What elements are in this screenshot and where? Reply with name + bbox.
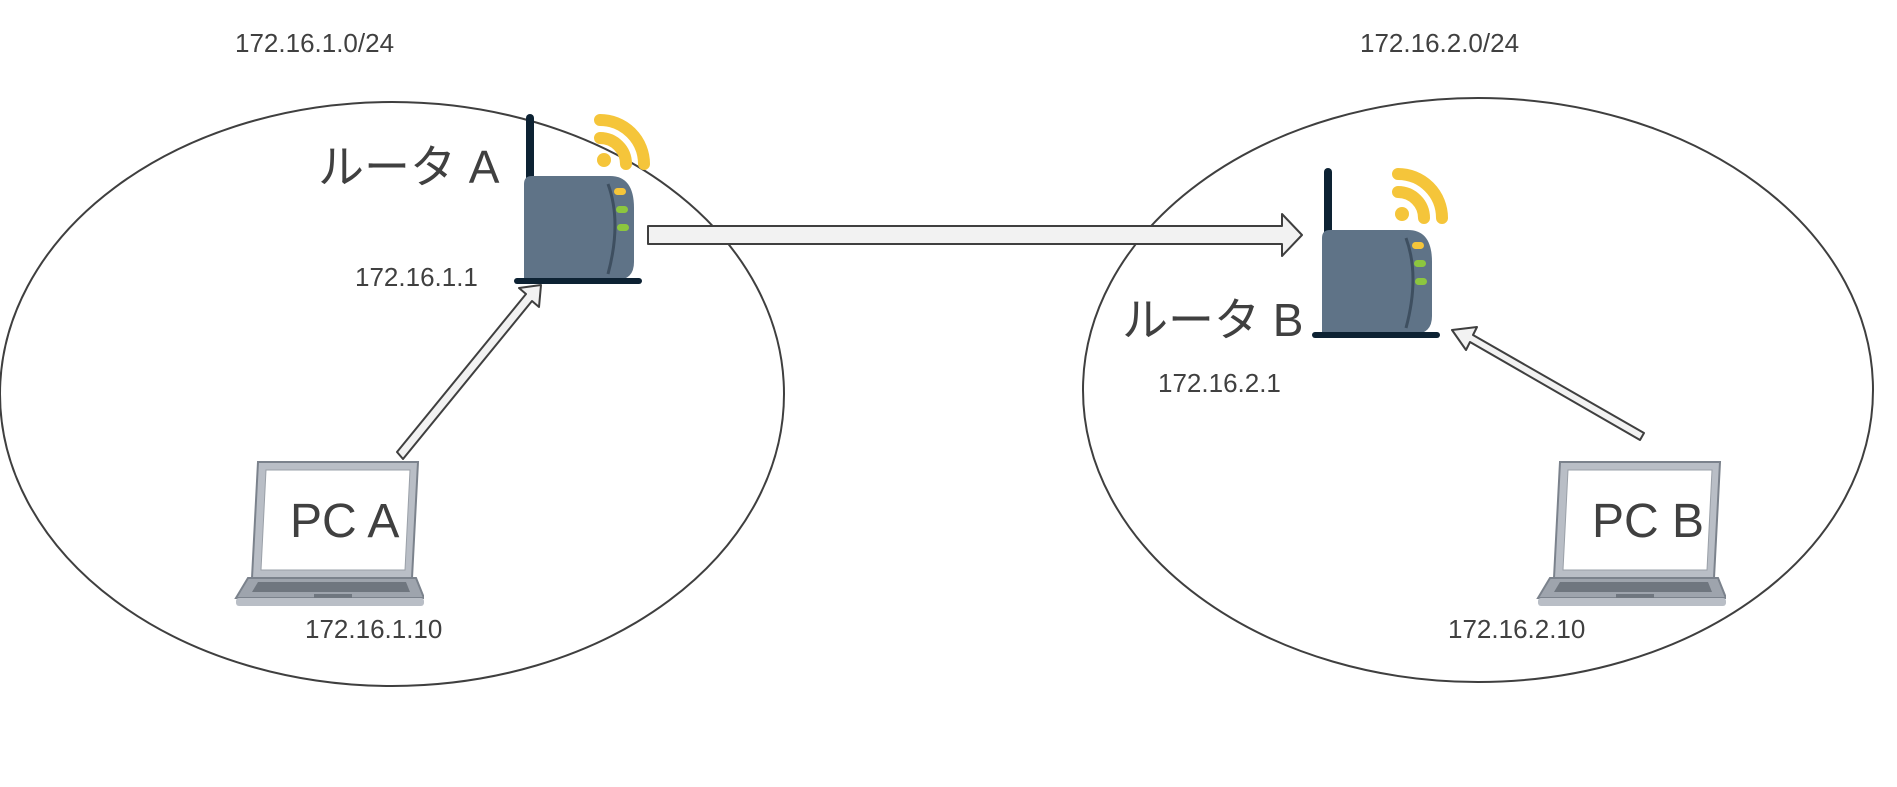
router-a-ip: 172.16.1.1 bbox=[355, 262, 478, 292]
pc-b-ip: 172.16.2.10 bbox=[1448, 614, 1585, 644]
arrow-pc-a-to-router-a bbox=[396, 284, 542, 460]
router-a-icon bbox=[514, 114, 644, 284]
network-b-boundary bbox=[1082, 97, 1874, 683]
network-b-subnet-label: 172.16.2.0/24 bbox=[1360, 28, 1519, 58]
network-a-boundary bbox=[0, 101, 785, 687]
arrow-router-a-to-router-b bbox=[647, 213, 1303, 257]
arrow-pc-b-to-router-b bbox=[1451, 326, 1645, 441]
pc-a-ip: 172.16.1.10 bbox=[305, 614, 442, 644]
router-b-ip: 172.16.2.1 bbox=[1158, 368, 1281, 398]
router-b-icon bbox=[1312, 168, 1442, 338]
pc-b-name: PC B bbox=[1592, 495, 1704, 548]
router-b-name: ルータ B bbox=[1122, 294, 1303, 346]
network-a-subnet-label: 172.16.1.0/24 bbox=[235, 28, 394, 58]
router-a-name: ルータ A bbox=[318, 141, 500, 193]
pc-a-name: PC A bbox=[290, 495, 399, 548]
